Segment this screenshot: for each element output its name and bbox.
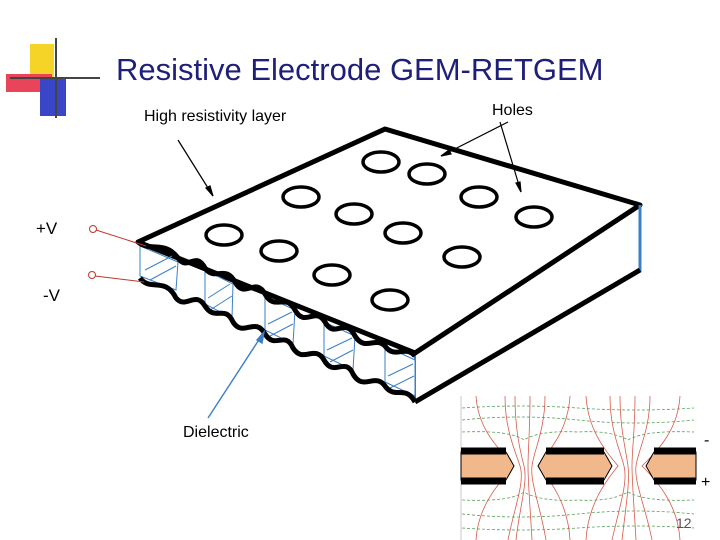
inset-electrodes (460, 447, 697, 485)
hole (442, 245, 482, 269)
inset-plus-label: + (701, 474, 711, 491)
hole (259, 239, 299, 263)
inset-minus-label: - (704, 432, 710, 449)
hole (383, 221, 423, 245)
hole (334, 202, 374, 226)
minus-v-terminal (88, 271, 96, 279)
label-plus-v: +V (36, 219, 58, 238)
hole (312, 263, 352, 287)
label-minus-v: -V (43, 286, 60, 305)
plus-v-terminal (89, 225, 97, 233)
page-number: 12 (676, 515, 692, 531)
hole (370, 288, 410, 312)
hole (459, 185, 499, 209)
hole (281, 185, 321, 209)
hole (204, 223, 244, 247)
label-holes: Holes (492, 102, 533, 119)
slide-title: Resistive Electrode GEM-RETGEM (116, 52, 604, 87)
voltage-leads (88, 225, 147, 283)
label-high-resistivity-layer: High resistivity layer (144, 108, 287, 125)
field-simulation-inset (460, 395, 697, 540)
dielectric-segments (139, 245, 416, 397)
dielectric-arrow (207, 329, 266, 419)
hole (514, 205, 554, 229)
hole (407, 162, 447, 186)
label-dielectric: Dielectric (183, 424, 249, 441)
pointer-arrows (177, 121, 522, 197)
hole (361, 150, 401, 174)
title-decoration (6, 38, 100, 118)
holes (204, 150, 554, 312)
